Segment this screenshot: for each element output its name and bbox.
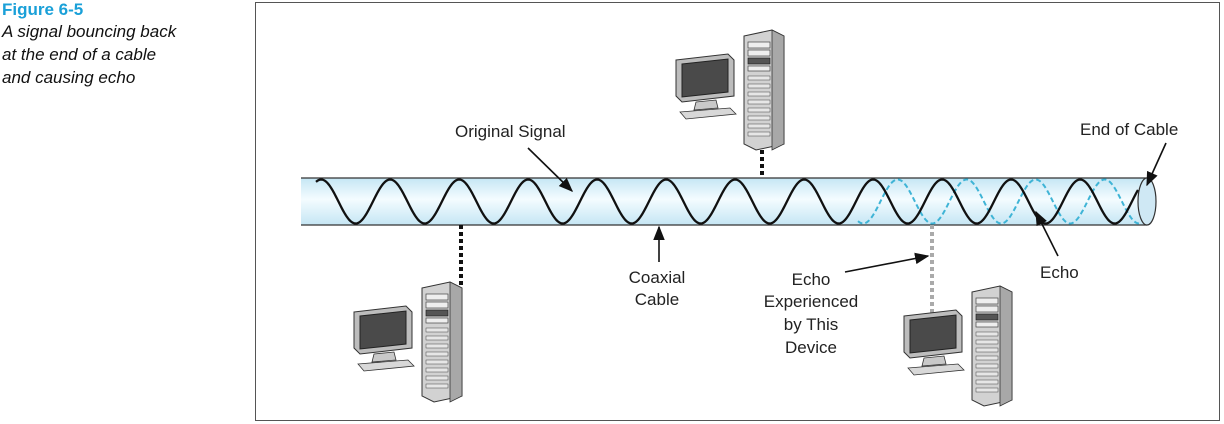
caption-line-2: at the end of a cable — [2, 45, 157, 64]
arrow-original-signal — [527, 147, 574, 193]
label-echo-experienced-line-3: by This — [784, 315, 839, 334]
figure-number: Figure 6-5 — [2, 0, 84, 19]
computer-icon — [353, 281, 463, 403]
label-echo: Echo — [1040, 263, 1079, 282]
label-echo-experienced-line-2: Experienced — [764, 292, 859, 311]
arrow-echo-experienced — [844, 252, 930, 273]
label-echo-experienced-line-1: Echo — [792, 270, 831, 289]
caption-line-1: A signal bouncing back — [2, 22, 177, 41]
computer-icon — [903, 285, 1013, 407]
label-original-signal: Original Signal — [455, 122, 566, 141]
caption-line-3: and causing echo — [2, 68, 136, 87]
arrow-end-of-cable — [1146, 142, 1167, 187]
label-coaxial-line-1: Coaxial — [629, 268, 686, 287]
label-echo-experienced-line-4: Device — [785, 338, 837, 357]
arrow-echo — [1035, 210, 1059, 257]
label-end-of-cable: End of Cable — [1080, 120, 1178, 139]
computer-icon — [675, 29, 785, 151]
diagram-frame — [255, 2, 1220, 421]
cable-end — [1137, 177, 1157, 226]
label-coaxial-line-2: Cable — [635, 290, 679, 309]
signal-wave — [315, 178, 1139, 225]
figure-caption: Figure 6-5 A signal bouncing back at the… — [2, 0, 242, 89]
